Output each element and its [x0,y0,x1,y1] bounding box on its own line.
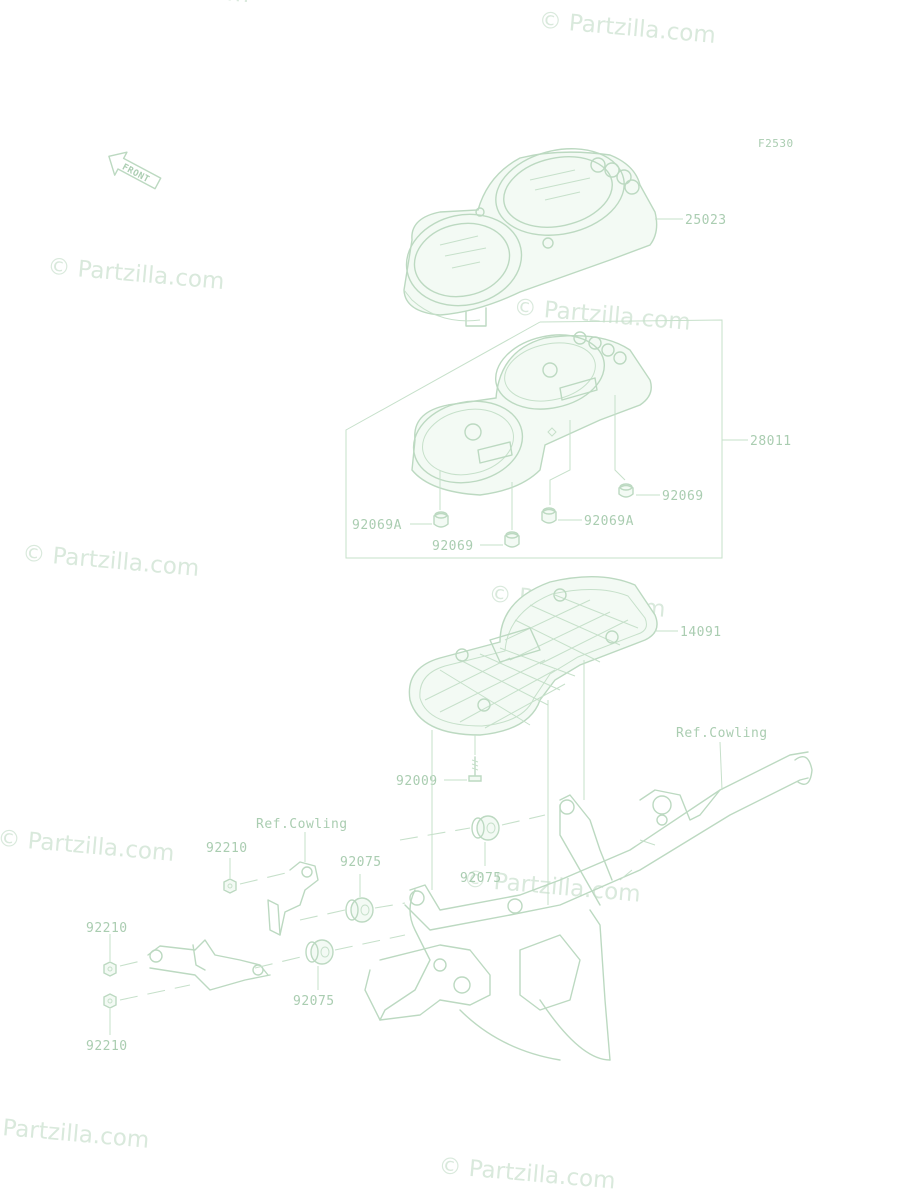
damper-part[interactable] [471,815,500,841]
damper-part[interactable] [345,897,374,923]
grommet-part[interactable] [541,507,557,524]
leader-line [399,827,471,841]
part-number-92069a-left[interactable]: 92069A [352,518,402,533]
leader-line [719,741,723,791]
grommet-part[interactable] [433,511,449,528]
leader-line [239,871,291,885]
part-number-92210-bottom[interactable]: 92210 [86,1039,128,1054]
grommet-part[interactable] [618,483,634,498]
leader-line [254,955,306,969]
watermark: © Partzilla.com [437,1153,616,1194]
leader-line [299,909,346,921]
watermark: © Partzilla.com [21,541,200,582]
leader-line [119,959,146,967]
leader-line [119,984,191,1001]
leader-line [549,420,571,505]
screw-part[interactable] [468,756,482,782]
assembly-bracket [345,319,723,559]
watermark: © Partzilla.com [513,294,692,335]
front-marker-label: FRONT [120,162,151,185]
figure-code: F2530 [758,137,794,150]
part-number-92075-lower[interactable]: 92075 [293,994,335,1009]
cowling-stay-frame[interactable] [364,751,813,1061]
nut-part[interactable] [103,961,117,977]
part-number-92069-center[interactable]: 92069 [432,539,474,554]
watermark: © Partzilla.com [0,826,175,867]
front-arrow-icon: FRONT [108,151,162,190]
meter-case-part[interactable] [398,137,658,327]
watermark: © Partzilla.com [46,254,225,295]
ref-cowling-left-label[interactable]: Ref.Cowling [256,817,348,832]
left-stay-bracket[interactable] [147,861,319,991]
grommet-part[interactable] [504,531,520,548]
leader-line [501,814,546,826]
part-number-28011[interactable]: 28011 [750,434,792,449]
part-number-92075-middle[interactable]: 92075 [340,855,382,870]
ref-cowling-right-label[interactable]: Ref.Cowling [676,726,768,741]
part-number-92069a-right[interactable]: 92069A [584,514,634,529]
leader-line [334,934,406,951]
meter-cover-part[interactable] [408,576,658,736]
part-number-25023[interactable]: 25023 [685,213,727,228]
part-number-14091[interactable]: 14091 [680,625,722,640]
part-number-92069-right[interactable]: 92069 [662,489,704,504]
part-number-92009[interactable]: 92009 [396,774,438,789]
nut-part[interactable] [223,878,237,894]
damper-part[interactable] [305,939,334,965]
meter-assembly-part[interactable] [406,325,652,496]
part-number-92210-middle[interactable]: 92210 [86,921,128,936]
leader-line [614,395,626,481]
watermark: © Partzilla.com [538,8,717,49]
nut-part[interactable] [103,993,117,1009]
leader-line [374,902,406,909]
part-number-92210-top[interactable]: 92210 [206,841,248,856]
watermark: © Partzilla.com [71,0,250,8]
part-number-92075-upper[interactable]: 92075 [460,871,502,886]
watermark: © Partzilla.com [0,1112,150,1153]
